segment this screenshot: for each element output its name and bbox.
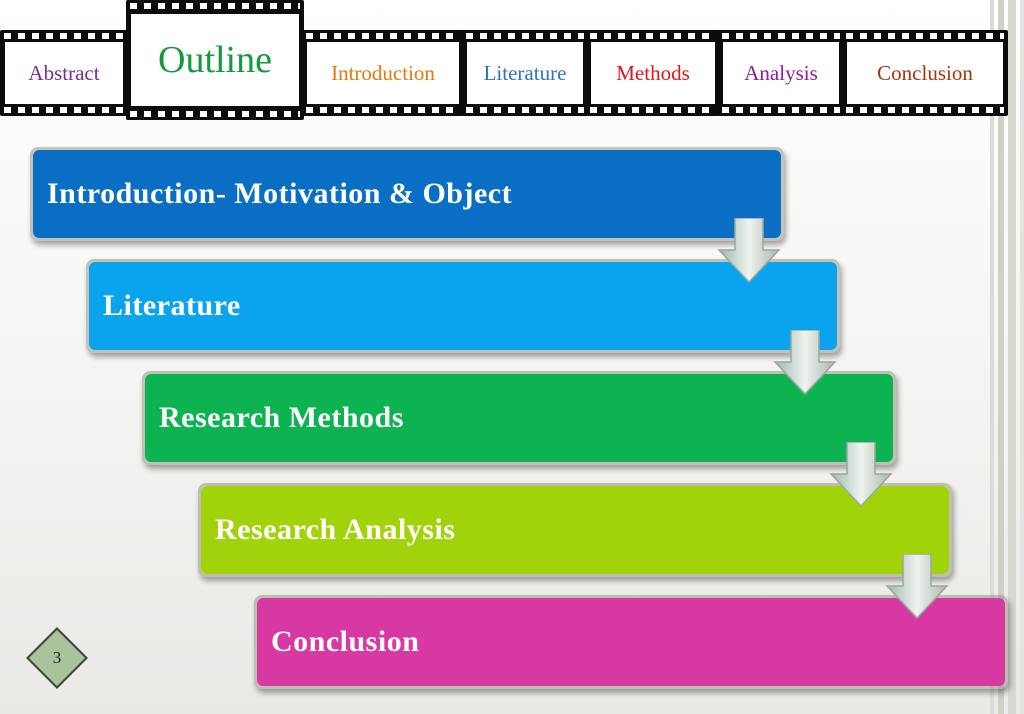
down-arrow-icon <box>717 218 781 284</box>
step-literature-label: Literature <box>103 289 241 322</box>
step-conclusion: Conclusion <box>254 595 1008 689</box>
tab-literature-label: Literature <box>483 60 567 85</box>
step-literature: Literature <box>86 259 840 353</box>
step-research-methods-label: Research Methods <box>159 401 404 434</box>
step-research-methods: Research Methods <box>142 371 896 465</box>
down-arrow-icon <box>773 330 837 396</box>
step-conclusion-label: Conclusion <box>271 625 420 658</box>
step-introduction: Introduction- Motivation & Object <box>30 147 784 241</box>
step-research-analysis: Research Analysis <box>198 483 952 577</box>
step-introduction-label: Introduction- Motivation & Object <box>47 177 513 210</box>
tab-outline[interactable]: Outline <box>126 0 304 120</box>
tab-methods-label: Methods <box>616 60 690 85</box>
tab-analysis-label: Analysis <box>744 60 818 85</box>
tab-literature[interactable]: Literature <box>462 30 588 116</box>
down-arrow-icon <box>829 442 893 508</box>
page-number: 3 <box>52 648 62 667</box>
tab-abstract-label: Abstract <box>28 60 100 85</box>
tab-introduction-label: Introduction <box>331 60 435 85</box>
down-arrow-icon <box>885 554 949 620</box>
step-research-analysis-label: Research Analysis <box>215 513 456 546</box>
outline-tab-bar: Abstract Outline Introduction Literature… <box>0 0 1010 122</box>
tab-methods[interactable]: Methods <box>586 30 720 116</box>
tab-outline-label: Outline <box>158 39 272 81</box>
tab-abstract[interactable]: Abstract <box>0 30 128 116</box>
right-decorative-stripes <box>980 0 1024 714</box>
page-number-badge: 3 <box>25 626 89 690</box>
tab-analysis[interactable]: Analysis <box>718 30 844 116</box>
tab-conclusion-label: Conclusion <box>877 60 973 85</box>
diamond-icon <box>26 627 88 689</box>
tab-conclusion[interactable]: Conclusion <box>842 30 1008 116</box>
tab-introduction[interactable]: Introduction <box>302 30 464 116</box>
